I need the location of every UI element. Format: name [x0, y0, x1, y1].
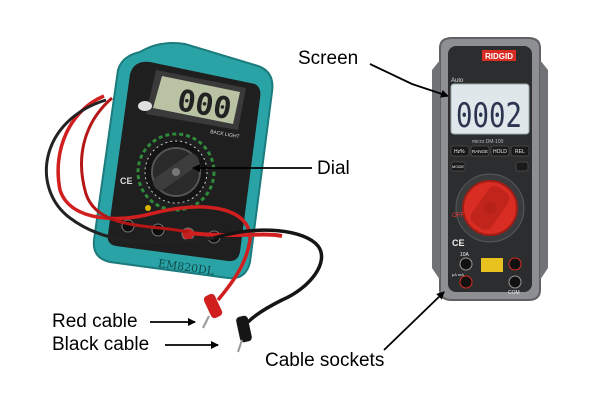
right-multimeter: RIDGID Auto 0002 micro DM-100 Hz% RANGE … [432, 37, 548, 301]
label-dial: Dial [317, 158, 350, 179]
left-meter-backlight-button[interactable] [138, 101, 152, 111]
left-multimeter: 000 BACK LIGHT CE EM820DL [92, 42, 274, 280]
socket-10a [459, 257, 473, 271]
button-hz[interactable] [450, 145, 470, 157]
right-meter-brand: RIDGID [485, 52, 513, 61]
button-range[interactable] [470, 145, 490, 157]
right-meter-auto: Auto [451, 78, 464, 84]
left-meter-backlight-label: BACK LIGHT [210, 129, 240, 140]
black-probe [236, 315, 252, 353]
button-range-label: RANGE [472, 149, 488, 154]
right-meter-brand-plate [482, 50, 516, 61]
label-screen: Screen [298, 48, 359, 69]
socket-volt [508, 257, 522, 271]
socket-com [508, 275, 522, 289]
right-meter-dial[interactable] [462, 180, 518, 236]
button-mode[interactable] [450, 161, 466, 172]
button-hold[interactable] [490, 145, 510, 157]
socket-ua-ma [459, 275, 473, 289]
left-meter-led [145, 205, 151, 211]
label-black-cable: Black cable [52, 334, 150, 355]
callout-arrows [150, 63, 449, 351]
right-meter-socket-panel: 10A μA mA COM [452, 252, 522, 296]
button-hz-label: Hz% [454, 149, 465, 155]
left-meter-lcd [153, 76, 240, 124]
arrow-screen [369, 63, 449, 98]
left-meter-ce-mark: CE [120, 176, 133, 186]
right-meter-buttons: Hz% RANGE HOLD REL MODE [450, 145, 530, 172]
red-cable [56, 94, 283, 329]
black-cable [45, 98, 324, 353]
right-meter-display-text: 0002 [456, 96, 522, 136]
button-rel[interactable] [510, 145, 530, 157]
label-red-cable: Red cable [52, 311, 138, 332]
right-meter-ce-mark: CE [452, 238, 465, 248]
warning-sticker [481, 258, 503, 272]
socket-ua-ma-label: μA mA [452, 272, 464, 277]
button-rel-label: REL [515, 149, 525, 155]
arrow-cable-sockets [383, 291, 445, 351]
socket-10a-label: 10A [460, 252, 470, 258]
button-hold-label: HOLD [493, 149, 507, 155]
button-mode-label: MODE [452, 164, 464, 169]
red-probe [202, 293, 223, 329]
right-meter-off-label: OFF [452, 213, 464, 219]
right-meter-model: micro DM-100 [472, 139, 504, 145]
label-cable-sockets: Cable sockets [265, 350, 385, 371]
right-meter-lcd [450, 83, 530, 135]
button-light[interactable] [515, 161, 529, 172]
socket-com-label: COM [508, 290, 520, 296]
left-meter-dial[interactable] [151, 147, 202, 197]
